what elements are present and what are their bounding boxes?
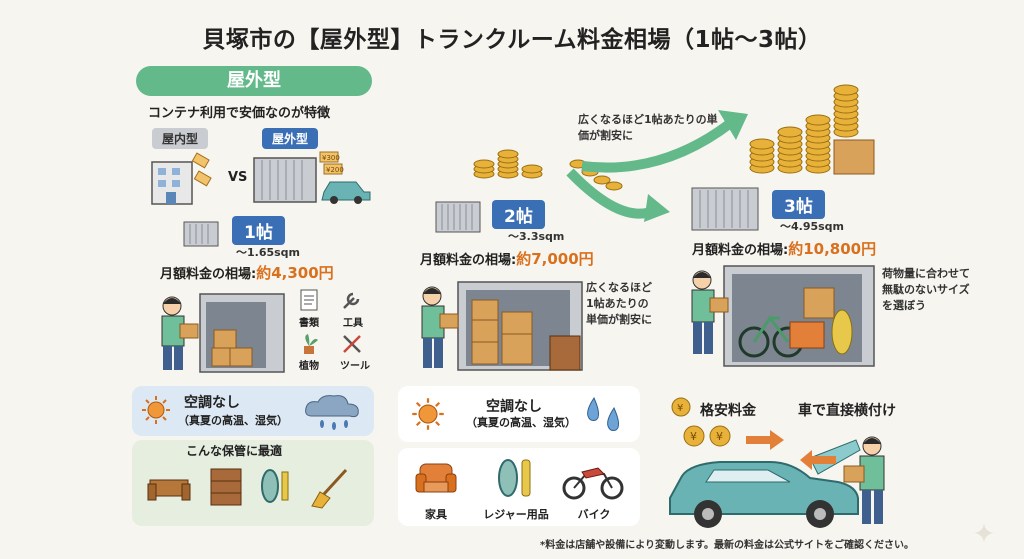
outdoor-container-illustration: ¥300 ¥200: [252, 150, 374, 206]
plan-2-note-line-1: 広くなるほど: [586, 281, 652, 294]
plant-icon: [298, 332, 320, 356]
plan-2-price: 約7,000円: [516, 250, 594, 268]
price-tag-text-1: ¥300: [322, 154, 340, 162]
broom-icon: [306, 466, 350, 510]
section-subtitle: コンテナ利用で安価なのが特徴: [148, 106, 331, 121]
container-3-icon: [690, 184, 760, 232]
coins-small-illustration: [470, 140, 550, 184]
person-container-1-illustration: [150, 290, 290, 375]
plan-2-price-label: 月額料金の相場:: [420, 253, 517, 268]
svg-text:¥: ¥: [677, 403, 683, 414]
best-for-title: こんな保管に最適: [186, 444, 283, 458]
item-3-label: 植物: [299, 361, 319, 372]
plan-1-price: 約4,300円: [256, 264, 334, 282]
plan-3-note-line-3: を選ぼう: [882, 299, 926, 312]
drawer-icon: [208, 466, 244, 508]
yen-coin-icon: ¥: [670, 396, 692, 418]
motorcycle-icon: [560, 460, 626, 500]
panel-b-title: 空調なし: [486, 399, 542, 415]
plan-3-note-line-1: 荷物量に合わせて: [882, 267, 970, 280]
vs-label: VS: [228, 170, 248, 185]
plan-3-note: 荷物量に合わせて 無駄のないサイズ を選ぼう: [882, 266, 970, 314]
car-loading-illustration: [660, 418, 900, 530]
item-1-label: 書類: [299, 318, 319, 329]
svg-text:¥: ¥: [690, 430, 697, 443]
plan-1-price-label: 月額料金の相場:: [160, 267, 257, 282]
panel-a-title: 空調なし: [184, 395, 240, 411]
sofa-icon: [146, 470, 192, 506]
footer-note: *料金は店舗や設備により変動します。最新の料金は公式サイトをご確認ください。: [539, 540, 914, 551]
plan-3-price: 約10,800円: [788, 240, 877, 258]
indoor-building-illustration: [148, 150, 218, 205]
document-icon: [298, 288, 320, 312]
car-access-label: 車で直接横付け: [798, 403, 896, 419]
container-1-icon: [182, 218, 220, 248]
plan-3-note-line-2: 無駄のないサイズ: [882, 283, 970, 296]
person-container-3-illustration: [680, 262, 880, 370]
rain-cloud-icon: [300, 392, 366, 432]
page-title: 貝塚市の【屋外型】トランクルーム料金相場（1帖〜3帖）: [202, 27, 822, 53]
plan-3-price-line: 月額料金の相場:約10,800円: [692, 238, 876, 259]
water-drops-icon: [580, 394, 630, 434]
plan-2-note-line-3: 単価が割安に: [586, 313, 652, 326]
arrow-note: 広くなるほど1帖あたりの単価が割安に: [578, 113, 718, 142]
item-2-label: 工具: [343, 318, 363, 329]
item-bike-label: バイク: [577, 508, 611, 521]
no-ac-panel-b: [398, 386, 640, 442]
indoor-tag: 屋内型: [152, 128, 209, 149]
panel-a-sub: （真夏の高温、湿気）: [178, 414, 288, 427]
container-2-icon: [434, 198, 482, 234]
coins-large-illustration: [746, 80, 886, 180]
plan-1-sqm: 〜1.65sqm: [236, 246, 301, 259]
plan-1-price-line: 月額料金の相場:約4,300円: [160, 262, 334, 283]
plan-2-price-line: 月額料金の相場:約7,000円: [420, 248, 594, 269]
person-container-2-illustration: [410, 278, 590, 373]
sun-icon: [140, 394, 172, 426]
item-furniture-label: 家具: [425, 508, 447, 521]
yen-coins-icon: ¥¥: [682, 424, 736, 448]
armchair-icon: [412, 458, 460, 498]
plan-2-note-line-2: 1帖あたりの: [586, 297, 649, 310]
plan-1-size: 1帖: [232, 216, 285, 245]
plan-3-size: 3帖: [772, 190, 825, 219]
outdoor-tag: 屋外型: [262, 128, 319, 149]
growth-arrows: [552, 106, 752, 236]
item-leisure-label: レジャー用品: [483, 508, 549, 521]
leisure-goods-icon: [492, 456, 540, 500]
cheap-price-label: 格安料金: [700, 403, 756, 419]
tools-icon: [340, 332, 364, 356]
item-4-label: ツール: [340, 361, 370, 372]
plan-3-sqm: 〜4.95sqm: [780, 220, 845, 233]
racket-icon: [256, 466, 296, 510]
svg-text:¥: ¥: [716, 430, 723, 443]
section-label: 屋外型: [136, 66, 372, 96]
plan-2-sqm: 〜3.3sqm: [508, 230, 565, 243]
plan-2-size: 2帖: [492, 200, 545, 229]
sun-icon: [410, 396, 446, 432]
price-tag-text-2: ¥200: [326, 166, 344, 174]
wrench-icon: [340, 288, 364, 312]
plan-2-note: 広くなるほど 1帖あたりの 単価が割安に: [586, 280, 652, 328]
panel-b-sub: （真夏の高温、湿気）: [466, 416, 576, 429]
sparkle-icon: [972, 521, 996, 545]
plan-3-price-label: 月額料金の相場:: [692, 243, 789, 258]
